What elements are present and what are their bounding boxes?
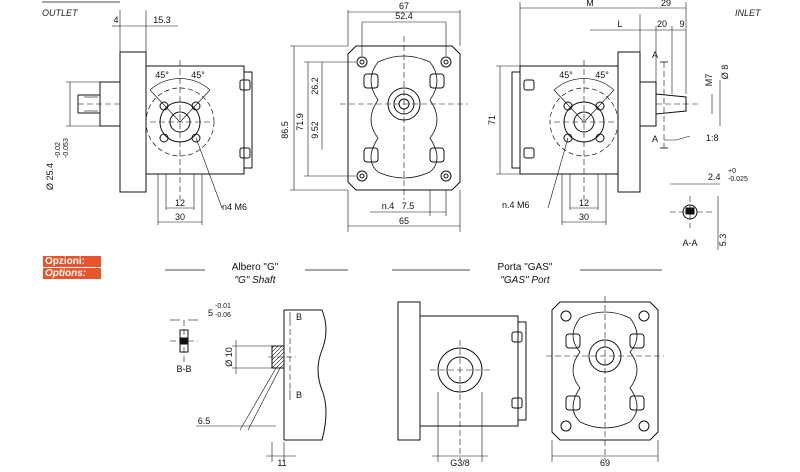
shaft-tolerance-lower: -0.053 (63, 138, 70, 158)
thread-note: n4 M6 (222, 202, 247, 212)
dim-12: 12 (175, 198, 185, 208)
side-view-inlet-labels: M 29 L 20 9 45° 45° 71 M7 Ø 8 A A 1:8 n.… (487, 0, 748, 248)
dim-86-5: 86.5 (280, 121, 290, 139)
front-view-labels: 67 52.4 86.5 71.9 26.2 9.52 n.4 7.5 65 (280, 1, 414, 226)
port-size: G3/8 (450, 458, 470, 468)
section-aa-label: A-A (682, 238, 697, 248)
dim-d8: Ø 8 (720, 65, 730, 80)
dim-9-52: 9.52 (310, 121, 320, 139)
angle-label: 45° (191, 70, 205, 80)
key-tol-upper: -0.01 (215, 303, 231, 310)
side-view-inlet (496, 2, 721, 250)
shaft-diameter: Ø 25.4 (45, 163, 55, 190)
key-2-4: 2.4 (708, 172, 721, 182)
key-5-3: 5.3 (718, 234, 728, 247)
key-tol-lower: -0.06 (215, 312, 231, 319)
shaft-section-subtitle: "G" Shaft (234, 275, 276, 286)
dim-30: 30 (175, 212, 185, 222)
dim-30: 30 (579, 212, 589, 222)
dim-M: M (586, 0, 594, 8)
section-bb-label: B-B (176, 364, 191, 374)
dim-29: 29 (661, 0, 671, 8)
section-mark-a: A (652, 134, 658, 144)
shaft-tolerance-upper: -0.02 (55, 142, 62, 158)
section-mark-b: B (296, 390, 302, 400)
gas-port-labels: G3/8 69 (450, 458, 610, 468)
section-mark-a: A (652, 50, 658, 60)
dim-15-3: 15.3 (153, 15, 171, 25)
side-view-outlet-labels: 4 15.3 45° 45° 12 30 n4 M6 Ø 25.4 -0.02 … (45, 15, 247, 222)
dim-11: 11 (277, 458, 286, 468)
angle-label: 45° (559, 70, 573, 80)
dim-71-9: 71.9 (295, 113, 305, 131)
inlet-label: INLET (735, 8, 761, 18)
dim-12: 12 (579, 198, 589, 208)
dim-65: 65 (399, 216, 409, 226)
dim-L: L (617, 19, 622, 29)
options-badge-it: Opzioni: (43, 256, 101, 267)
angle-label: 45° (595, 70, 609, 80)
dim-d10: Ø 10 (224, 347, 234, 367)
section-mark-b: B (296, 312, 302, 322)
gas-port-option-view (392, 269, 664, 462)
side-view-outlet (42, 1, 253, 225)
port-section-subtitle: "GAS" Port (500, 275, 550, 286)
options-badge-en: Options: (43, 268, 101, 279)
shaft-section-title: Albero "G" (231, 262, 279, 273)
key-tol-upper: +0 (728, 168, 736, 175)
angle-label: 45° (155, 70, 169, 80)
dim-20: 20 (657, 19, 667, 29)
key-5: 5 (208, 308, 213, 318)
dim-52-4: 52.4 (395, 11, 413, 21)
shaft-option-view (165, 269, 348, 462)
port-section-title: Porta "GAS" (497, 262, 553, 273)
dim-4: 4 (113, 15, 118, 25)
taper-ratio: 1:8 (706, 133, 719, 143)
dim-9: 9 (679, 19, 684, 29)
dim-67: 67 (399, 1, 409, 11)
key-tol-lower: -0.025 (728, 176, 748, 183)
dim-n4: n.4 (382, 201, 395, 211)
dim-6-5: 6.5 (198, 416, 211, 426)
shaft-option-labels: 5 -0.01 -0.06 B-B B B Ø 10 6.5 11 (176, 303, 302, 468)
thread-M7: M7 (704, 74, 714, 87)
dim-26-2: 26.2 (310, 77, 320, 95)
thread-note: n.4 M6 (502, 200, 530, 210)
outlet-label: OUTLET (42, 8, 78, 18)
dim-69: 69 (600, 458, 610, 468)
front-view (290, 10, 468, 232)
dim-7-5: 7.5 (402, 201, 415, 211)
dim-71: 71 (487, 115, 497, 125)
